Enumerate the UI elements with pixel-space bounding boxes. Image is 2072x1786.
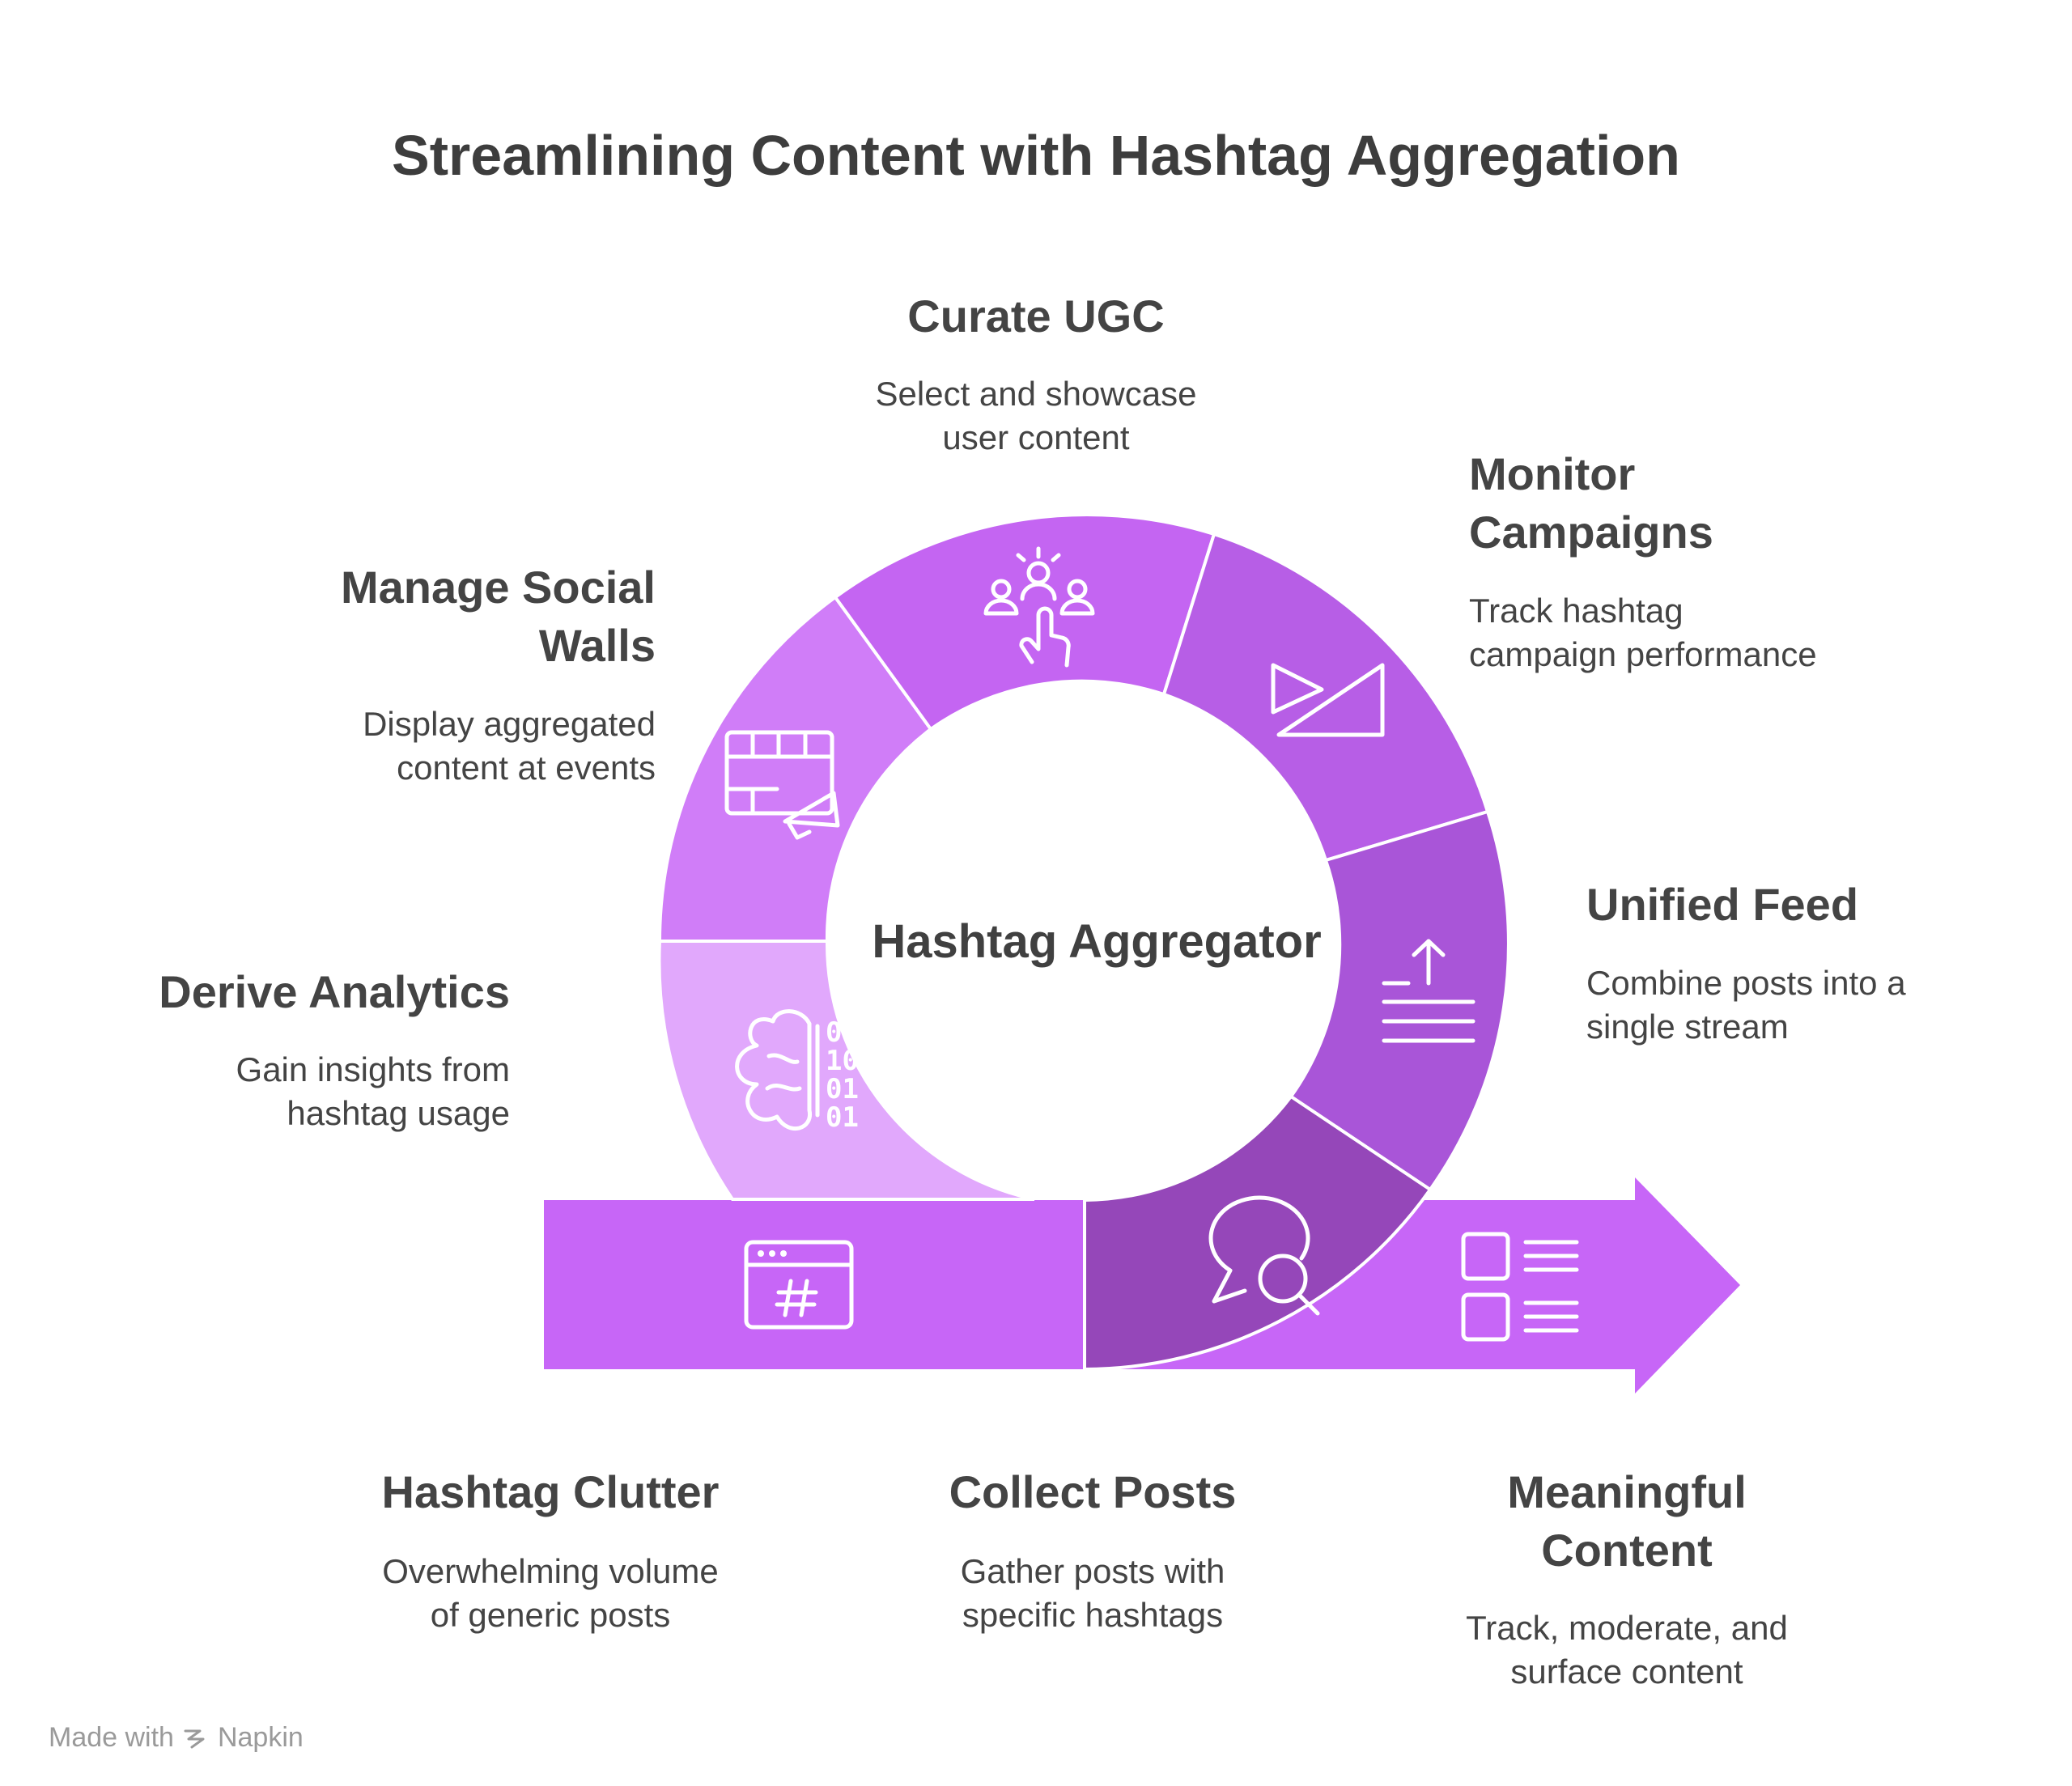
ring-segment-monitor — [1161, 532, 1490, 863]
label-clutter-title: Hashtag Clutter — [381, 1466, 720, 1517]
label-manage-title: Manage Social Walls — [340, 562, 656, 671]
ring-segment-analytics — [657, 940, 1035, 1201]
search-chat-icon — [1208, 1195, 1320, 1316]
label-curate-desc: Select and showcase user content — [875, 375, 1197, 456]
label-analytics-desc: Gain insights from hashtag usage — [236, 1050, 510, 1132]
napkin-logo-icon — [184, 1729, 205, 1748]
label-analytics-title: Derive Analytics — [159, 966, 510, 1017]
select-people-pointer-icon — [983, 546, 1095, 668]
svg-text:01: 01 — [826, 1073, 859, 1105]
footer-brand: Napkin — [217, 1722, 304, 1753]
label-unified-title: Unified Feed — [1586, 879, 1859, 930]
label-meaningful-desc: Track, moderate, and surface content — [1466, 1609, 1788, 1691]
footer-made-with-text: Made with — [49, 1722, 174, 1753]
binary-digits: 01 10 01 01 — [826, 1016, 859, 1134]
svg-text:01: 01 — [826, 1016, 859, 1049]
footer-made-with: Made with Napkin — [49, 1722, 304, 1754]
label-collect-desc: Gather posts with specific hashtags — [960, 1552, 1225, 1634]
ring-segment-collect — [1083, 1094, 1433, 1372]
label-monitor-desc: Track hashtag campaign performance — [1469, 592, 1817, 673]
center-label: Hashtag Aggregator — [872, 915, 1322, 968]
page-title: Streamlining Content with Hashtag Aggreg… — [392, 124, 1680, 187]
label-manage-desc: Display aggregated content at events — [363, 705, 656, 787]
ring-segment-manage — [657, 595, 933, 943]
brain-binary-icon — [735, 1009, 820, 1131]
ring-segment-curate — [833, 513, 1216, 732]
label-clutter-desc: Overwhelming volume of generic posts — [382, 1552, 719, 1634]
checklist-icon — [1461, 1232, 1579, 1342]
label-meaningful-title: Meaningful Content — [1507, 1466, 1747, 1576]
social-wall-megaphone-icon — [724, 730, 840, 840]
label-curate-title: Curate UGC — [907, 291, 1165, 342]
label-collect-title: Collect Posts — [949, 1466, 1237, 1517]
label-unified-desc: Combine posts into a single stream — [1586, 964, 1906, 1046]
upload-stream-icon — [1382, 939, 1475, 1043]
svg-text:01: 01 — [826, 1101, 859, 1134]
chart-triangle-icon — [1271, 663, 1385, 737]
hashtag-window-icon — [744, 1240, 854, 1330]
label-monitor-title: Monitor Campaigns — [1469, 448, 1713, 558]
svg-text:10: 10 — [826, 1045, 859, 1077]
